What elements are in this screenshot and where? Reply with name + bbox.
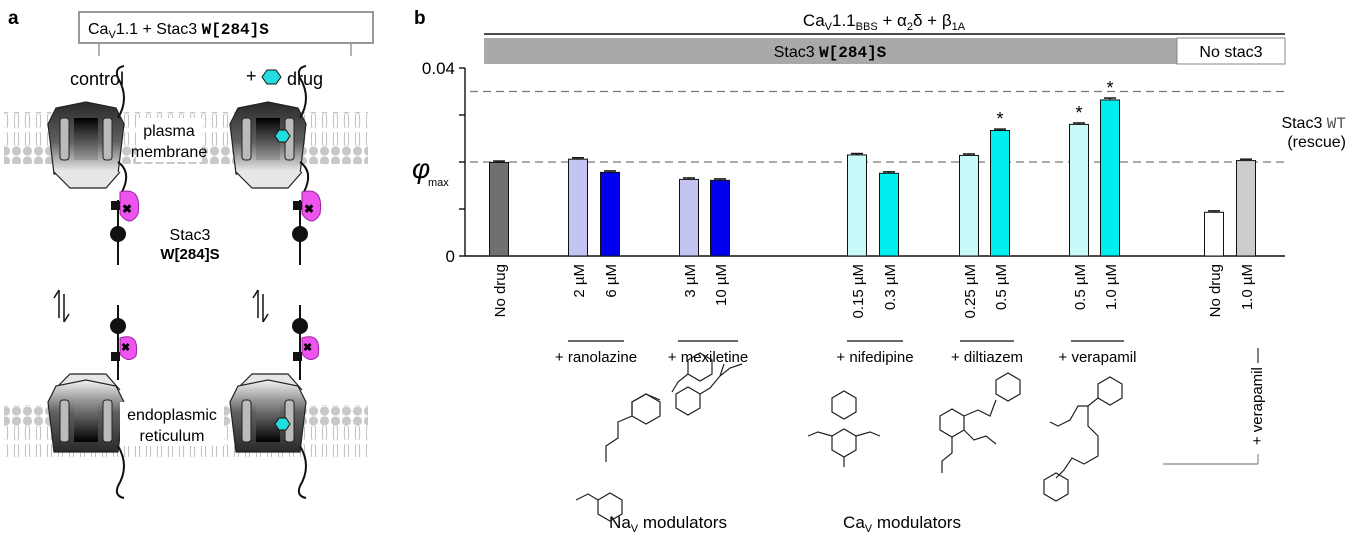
svg-text:✖: ✖ <box>304 202 314 216</box>
side-group-label: + verapamil — <box>1249 348 1266 445</box>
bar <box>847 154 867 257</box>
y-tick-label: 0 <box>446 247 455 266</box>
er-label-box <box>120 402 224 446</box>
channel-bottom-drug <box>229 373 307 499</box>
stac3-label: Stac3 <box>170 227 211 244</box>
bar-label: 0.3 µM <box>882 264 899 310</box>
drug-hexagon-icon <box>261 69 282 85</box>
nifedipine-structure-icon <box>807 390 881 467</box>
er-label-line2: reticulum <box>140 428 205 445</box>
panel-a-header: CaV1.1 + Stac3 W[284]S <box>88 21 269 41</box>
bar <box>1100 99 1120 257</box>
bar-label: No drug <box>492 264 509 317</box>
bar-label: 1.0 µM <box>1103 264 1120 310</box>
channel-top-control <box>47 65 128 193</box>
no-stac3-label: No stac3 <box>1199 44 1262 61</box>
bar-label: No drug <box>1207 264 1224 317</box>
panel-letter-a: a <box>8 8 19 29</box>
stac3-top-left: ✖ <box>110 190 140 265</box>
channel-top-drug <box>229 65 310 193</box>
bar <box>959 154 979 257</box>
diltiazem-structure-icon <box>939 372 1021 473</box>
bar <box>600 171 620 257</box>
y-tick-label: 0.04 <box>422 59 455 78</box>
bar-label: 0.5 µM <box>1072 264 1089 310</box>
bar <box>990 130 1010 257</box>
bar-label: 0.5 µM <box>993 264 1010 310</box>
stac3-mutant-band-label: Stac3 W[284]S <box>774 44 887 62</box>
phi-symbol: φ <box>412 153 430 184</box>
svg-text:✖: ✖ <box>122 202 132 216</box>
significance-star: * <box>1075 103 1082 123</box>
bar-label: 1.0 µM <box>1239 264 1256 310</box>
stac3-mutant-band <box>484 38 1177 64</box>
bar-label: 0.15 µM <box>850 264 867 319</box>
ref-rescue-label: (rescue) <box>1287 134 1346 151</box>
group-label: + nifedipine <box>836 349 913 366</box>
bar-label: 0.25 µM <box>962 264 979 319</box>
bar-label: 2 µM <box>571 264 588 298</box>
stac3-mutant-label: W[284]S <box>160 246 219 263</box>
group-label: + verapamil <box>1059 349 1137 366</box>
bar-label: 10 µM <box>713 264 730 306</box>
no-stac3-band <box>1176 37 1286 65</box>
bar <box>1069 123 1089 257</box>
significance-star: * <box>996 109 1003 129</box>
drug-label: drug <box>287 69 323 89</box>
significance-star: * <box>1106 78 1113 98</box>
group-label: + diltiazem <box>951 349 1023 366</box>
class-label: CaV modulators <box>843 513 961 535</box>
bar <box>879 172 899 257</box>
equilibrium-arrow-right <box>252 289 269 323</box>
bar <box>679 178 699 257</box>
bar-chart: 0 0.04 No drug 2 µM 6 µM 3 µM 10 µM 0.15 µM 0.3 … <box>422 59 1285 535</box>
plasma-label-box <box>136 118 202 162</box>
bar <box>1204 211 1224 257</box>
drug-plus: + <box>246 66 257 86</box>
plasma-label-line1: plasma <box>143 123 195 140</box>
bar-label: 6 µM <box>603 264 620 298</box>
panel-a-header-box <box>78 11 374 44</box>
stac3-bottom-right: ✖ <box>292 305 320 380</box>
panel-b-title: CaV1.1BBS + α2δ + β1A <box>803 11 966 33</box>
svg-text:✖: ✖ <box>121 342 130 354</box>
stac3-bottom-left: ✖ <box>110 305 138 380</box>
mexiletine-structure-icon <box>675 363 743 416</box>
er-label-line1: endoplasmic <box>127 407 217 424</box>
bar-label: 3 µM <box>682 264 699 298</box>
bar <box>489 161 509 257</box>
panel-a: a CaV1.1 + Stac3 W[284]S control + drug <box>4 8 374 499</box>
bar <box>710 179 730 257</box>
control-label: control <box>70 69 124 89</box>
ref-wt-label: Stac3 WT <box>1281 115 1346 133</box>
channel-bottom-control <box>47 373 125 499</box>
svg-text:✖: ✖ <box>303 342 312 354</box>
phi-sub: max <box>428 177 449 189</box>
bar <box>1236 160 1256 257</box>
verapamil-structure-icon <box>1043 376 1123 502</box>
group-label: + ranolazine <box>555 349 637 366</box>
class-label: NaV modulators <box>609 513 727 535</box>
stac3-top-right: ✖ <box>292 190 322 265</box>
plasma-label-line2: membrane <box>131 144 208 161</box>
ranolazine-structure-icon <box>575 352 713 522</box>
bar <box>568 158 588 257</box>
panel-b: b CaV1.1BBS + α2δ + β1A Stac3 W[284]S No… <box>412 8 1346 535</box>
equilibrium-arrow-left <box>53 289 70 323</box>
panel-letter-b: b <box>414 8 426 29</box>
